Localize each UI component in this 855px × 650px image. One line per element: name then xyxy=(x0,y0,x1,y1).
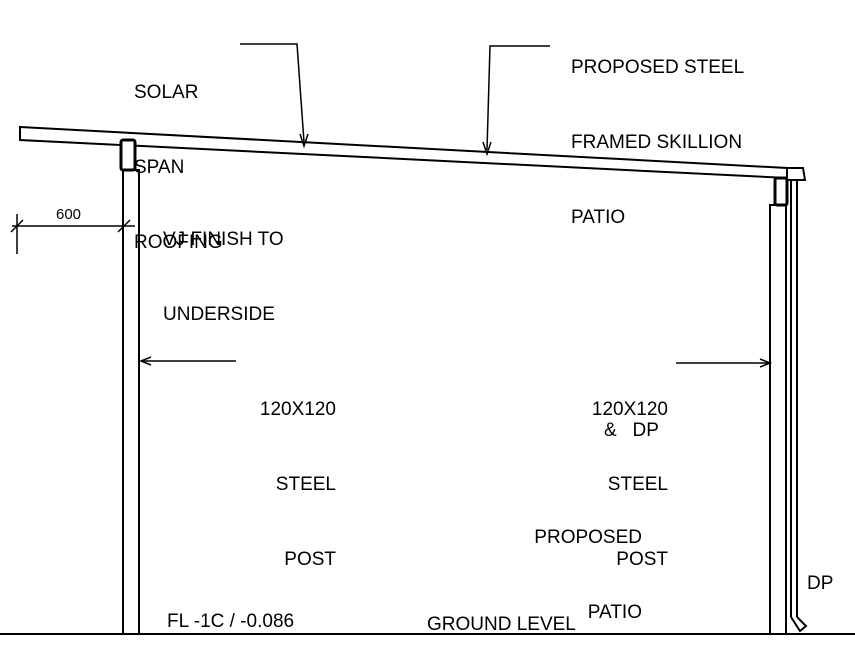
label-dim-600: 600 xyxy=(56,206,82,223)
label-solar-span-roofing: SOLAR SPAN ROOFING xyxy=(134,82,223,253)
leader-right-post-arrow xyxy=(759,358,773,368)
downpipe-shoe xyxy=(790,616,808,633)
label-vj-finish: VJ FINISH TO UNDERSIDE xyxy=(163,229,284,325)
label-right-post: 120X120 STEEL POST xyxy=(591,399,668,570)
leader-steel-arrow xyxy=(482,141,492,157)
label-left-post: 120X120 STEEL POST xyxy=(259,399,336,570)
dim-600-tick-left xyxy=(10,219,24,233)
label-dp: DP xyxy=(807,573,834,594)
right-post xyxy=(769,204,787,635)
label-floor-level: FL -1C / -0.086 xyxy=(167,611,295,632)
right-post-cap xyxy=(773,176,789,207)
label-ground-level: GROUND LEVEL xyxy=(427,614,576,635)
dim-600-tick-right xyxy=(117,219,131,233)
leader-steel xyxy=(486,45,550,151)
leader-solar xyxy=(240,43,305,143)
label-and-dp: & DP xyxy=(604,420,659,441)
leader-left-post-arrow xyxy=(138,356,152,366)
left-post-cap xyxy=(119,138,137,172)
gutter xyxy=(787,167,807,181)
label-proposed-patio: PROPOSED PATIO xyxy=(534,527,642,623)
label-proposed-steel-framed: PROPOSED STEEL FRAMED SKILLION PATIO xyxy=(571,57,745,228)
leader-solar-arrow xyxy=(299,133,309,149)
